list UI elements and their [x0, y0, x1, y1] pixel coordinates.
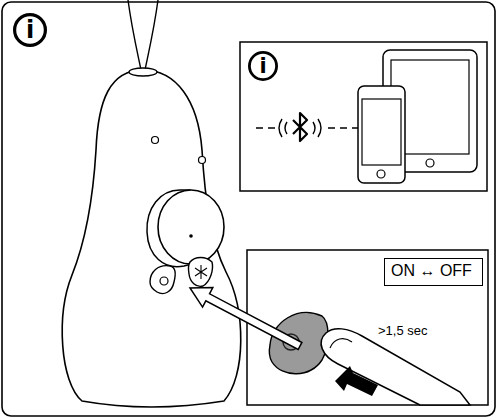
- lantern-body: [62, 70, 240, 407]
- hole: [199, 157, 206, 164]
- finger: [321, 329, 470, 405]
- hole: [152, 137, 159, 144]
- cord: [128, 0, 158, 70]
- mode-label-box: ON ↔ OFF: [384, 258, 483, 286]
- info-letter: i: [248, 51, 278, 81]
- mode-label: ON ↔ OFF: [391, 262, 476, 280]
- signal-waves: [279, 119, 321, 137]
- knob-face: [158, 190, 224, 264]
- patch: [276, 112, 324, 144]
- pointer-arrow: [190, 288, 302, 350]
- cord-cap: [129, 68, 157, 76]
- power-button: [150, 266, 175, 294]
- phone: [358, 86, 405, 183]
- light-button: [188, 258, 212, 287]
- bluetooth-symbol: [293, 113, 307, 141]
- fingernail: [330, 339, 352, 348]
- inset-panel: [240, 42, 487, 191]
- info-letter: i: [13, 13, 47, 47]
- info-icon: i: [13, 13, 47, 47]
- phone-button: [377, 170, 385, 178]
- press-arrow: [335, 366, 378, 396]
- knob-dot: [189, 234, 193, 238]
- info-icon: i: [248, 51, 278, 81]
- button-symbol: [160, 277, 168, 285]
- pointer-arrow: [190, 288, 302, 350]
- duration-label: >1,5 sec: [378, 323, 428, 338]
- inset-panel: [247, 250, 488, 405]
- button-symbol: [195, 265, 207, 279]
- phone-screen: [362, 99, 401, 165]
- tablet-button: [426, 159, 434, 167]
